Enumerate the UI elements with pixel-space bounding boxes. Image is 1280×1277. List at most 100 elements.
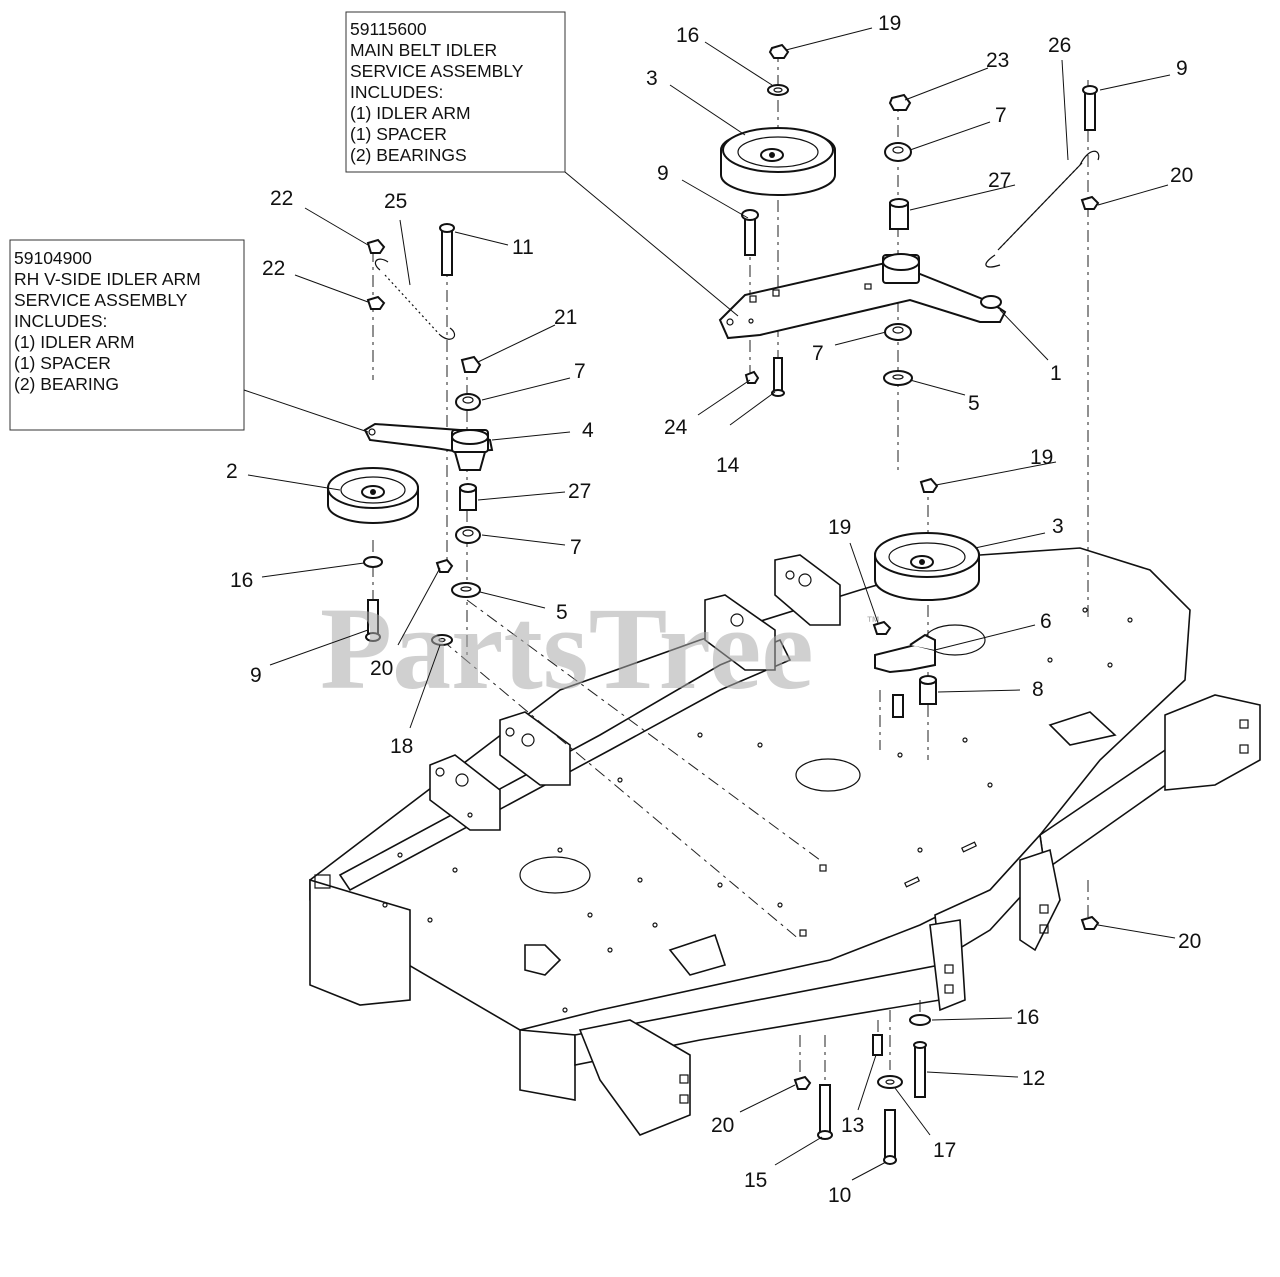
- note-line: SERVICE ASSEMBLY: [350, 61, 524, 81]
- washer: [363, 556, 383, 568]
- deck-bracket: [429, 754, 501, 831]
- spacer: [889, 198, 909, 230]
- note-line: MAIN BELT IDLER: [350, 40, 497, 60]
- washer: [431, 634, 453, 646]
- callout-16: 16: [676, 24, 699, 47]
- callout-27: 27: [988, 169, 1011, 192]
- callout-14: 14: [716, 454, 740, 477]
- bolt: [1082, 85, 1098, 131]
- note-line: INCLUDES:: [14, 311, 107, 331]
- callout-13: 13: [841, 1114, 864, 1137]
- callout-15: 15: [744, 1169, 767, 1192]
- callout-7: 7: [812, 342, 824, 365]
- spindle-opening: [519, 856, 591, 894]
- callout-leaders: [247, 27, 1176, 1181]
- bolt: [913, 1041, 927, 1098]
- washer: [451, 582, 481, 598]
- nut: [1080, 195, 1100, 210]
- callout-18: 18: [390, 735, 413, 758]
- callout-9: 9: [250, 664, 262, 687]
- nut: [366, 295, 386, 310]
- callout-5: 5: [968, 392, 980, 415]
- note-line: (1) IDLER ARM: [14, 332, 135, 352]
- bolt: [817, 1084, 833, 1140]
- deck-bracket: [499, 711, 571, 786]
- deck-bracket: [929, 919, 966, 1012]
- nut: [793, 1075, 812, 1090]
- callout-19: 19: [1030, 446, 1053, 469]
- deck-tab: [668, 933, 727, 976]
- bolt: [439, 223, 455, 276]
- callout-22: 22: [262, 257, 285, 280]
- note-line: INCLUDES:: [350, 82, 443, 102]
- washer: [877, 1075, 903, 1089]
- callout-27: 27: [568, 480, 591, 503]
- callout-21: 21: [554, 306, 577, 329]
- callout-labels: 19 16 3 23 7 9 26 20 27 9 1 7 5 24 14 22…: [226, 12, 1201, 1207]
- callout-4: 4: [582, 419, 594, 442]
- watermark: PartsTree: [320, 583, 814, 714]
- deck-bracket: [704, 594, 776, 671]
- deck-bracket: [1164, 694, 1261, 791]
- note-line: RH V-SIDE IDLER ARM: [14, 269, 201, 289]
- bolt: [883, 1109, 897, 1165]
- callout-20: 20: [370, 657, 393, 680]
- nut: [919, 477, 939, 493]
- pin: [771, 357, 785, 397]
- washer: [909, 1014, 931, 1026]
- callout-7: 7: [995, 104, 1007, 127]
- idler-arm: [363, 422, 494, 471]
- callout-9: 9: [1176, 57, 1188, 80]
- callout-3: 3: [646, 67, 658, 90]
- spindle-opening: [795, 758, 861, 792]
- note-line: (2) BEARINGS: [350, 145, 467, 165]
- main-belt-idler-note: 59115600 MAIN BELT IDLER SERVICE ASSEMBL…: [345, 11, 566, 173]
- deck-tab: [1048, 711, 1117, 746]
- callout-2: 2: [226, 460, 238, 483]
- idler-pulley: [874, 532, 980, 601]
- callout-25: 25: [384, 190, 407, 213]
- washer: [883, 370, 913, 386]
- callout-24: 24: [664, 416, 688, 439]
- main-idler-arm: [718, 253, 1007, 340]
- extension-spring: [985, 150, 1100, 268]
- callout-7: 7: [574, 360, 586, 383]
- callout-26: 26: [1048, 34, 1071, 57]
- pulley-bracket: [874, 633, 936, 674]
- bearing: [884, 142, 912, 162]
- note-line: (1) SPACER: [14, 353, 111, 373]
- callout-11: 11: [512, 236, 534, 259]
- mower-deck: [309, 547, 1261, 1136]
- callout-9: 9: [657, 162, 669, 185]
- callout-20: 20: [1178, 930, 1201, 953]
- bearing: [455, 526, 481, 544]
- deck-bracket: [1019, 848, 1061, 952]
- callout-17: 17: [933, 1139, 956, 1162]
- callout-10: 10: [828, 1184, 851, 1207]
- note-line: (1) IDLER ARM: [350, 103, 471, 123]
- callout-23: 23: [986, 49, 1009, 72]
- stud: [892, 694, 904, 718]
- callout-3: 3: [1052, 515, 1064, 538]
- bolt: [365, 599, 381, 642]
- callout-6: 6: [1040, 610, 1052, 633]
- rh-idler-arm-note: 59104900 RH V-SIDE IDLER ARM SERVICE ASS…: [9, 239, 245, 431]
- nut: [366, 238, 386, 254]
- callout-16: 16: [230, 569, 253, 592]
- pin: [872, 1034, 883, 1056]
- note-line: (1) SPACER: [350, 124, 447, 144]
- callout-1: 1: [1050, 362, 1062, 385]
- nut: [888, 93, 912, 111]
- note-line: 59115600: [350, 19, 427, 39]
- spacer: [459, 483, 477, 511]
- callout-5: 5: [556, 601, 568, 624]
- callout-7: 7: [570, 536, 582, 559]
- callout-19: 19: [828, 516, 851, 539]
- nut: [1080, 915, 1100, 930]
- watermark-trademark: ™: [866, 613, 880, 629]
- bearing: [884, 323, 912, 341]
- callout-22: 22: [270, 187, 293, 210]
- callout-20: 20: [711, 1114, 734, 1137]
- spacer: [919, 675, 937, 705]
